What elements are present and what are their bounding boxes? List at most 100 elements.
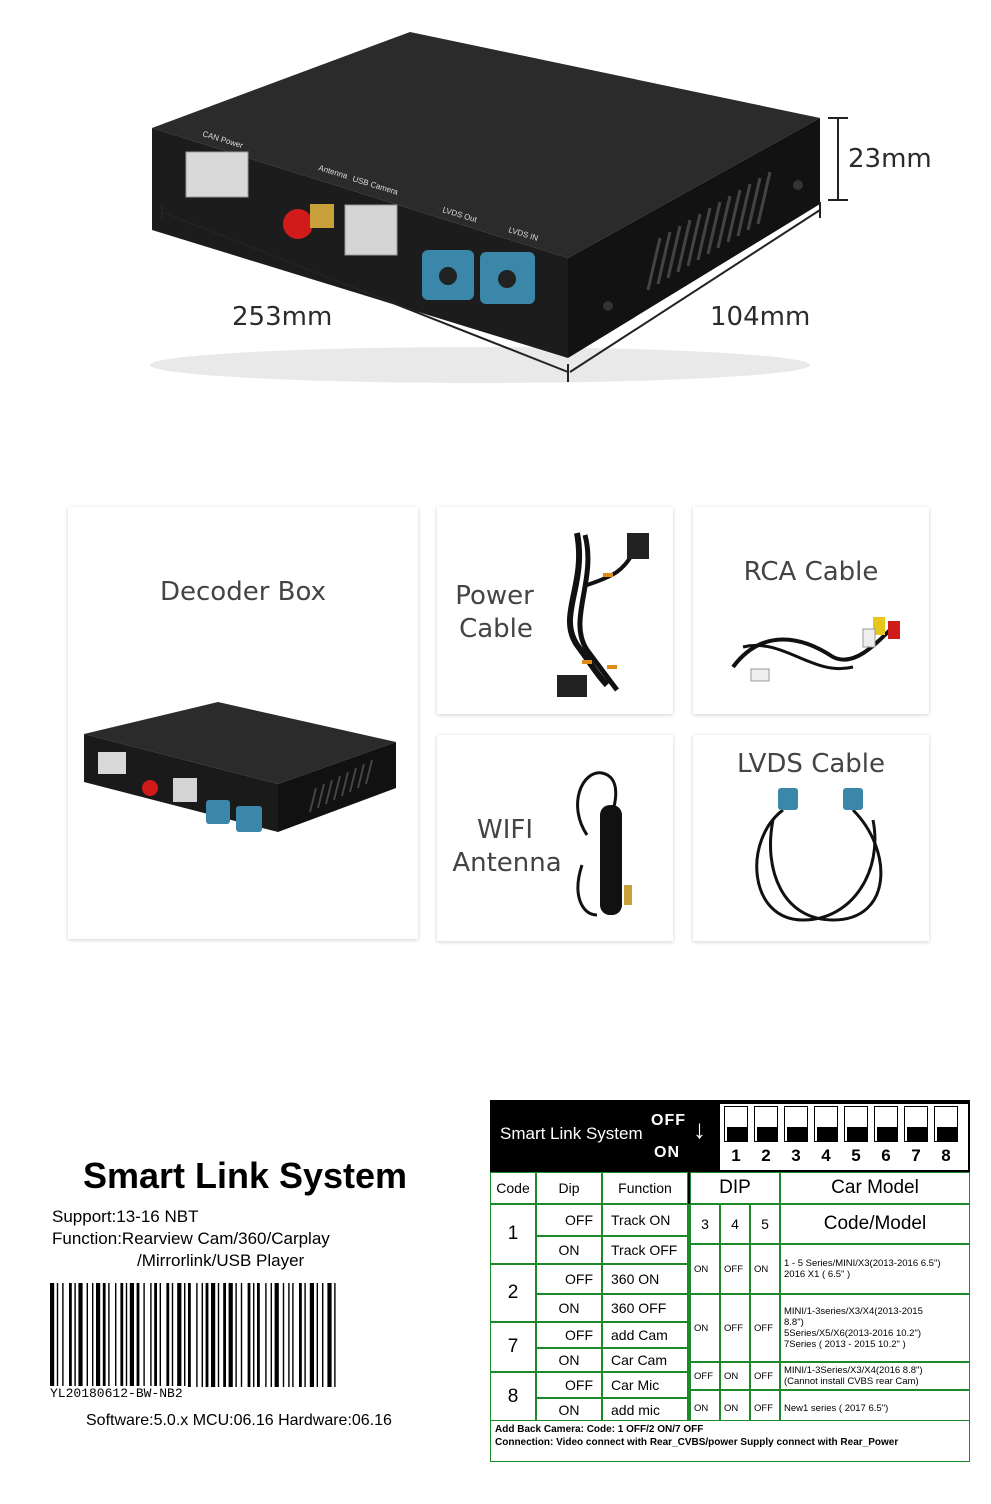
dip-value: ON — [536, 1398, 602, 1422]
function-value: Track OFF — [602, 1236, 688, 1264]
barcode-bar — [253, 1283, 255, 1387]
dip-value: ON — [536, 1236, 602, 1264]
barcode-bar — [327, 1283, 332, 1387]
support-line: Support:13-16 NBT — [52, 1207, 199, 1226]
card-title: RCA Cable — [743, 557, 879, 587]
decoder-box-image — [84, 702, 396, 832]
function-value: 360 OFF — [602, 1294, 688, 1322]
card-title: Decoder Box — [159, 577, 326, 607]
function-value: add Cam — [602, 1322, 688, 1348]
barcode-bar — [86, 1283, 88, 1387]
off-label: OFF — [651, 1112, 686, 1129]
card-wifi-antenna: WIFI Antenna — [437, 735, 673, 941]
function-value: Car Mic — [602, 1372, 688, 1398]
barcode — [50, 1283, 336, 1387]
dip-switch-6 — [874, 1106, 898, 1142]
barcode-bar — [92, 1283, 94, 1387]
dip-switch-2 — [754, 1106, 778, 1142]
barcode-bar — [154, 1283, 157, 1387]
barcode-bar — [62, 1283, 64, 1387]
car-model-value: MINI/1-3Series/X3/X4(2016 8.8")(Cannot i… — [780, 1362, 970, 1390]
barcode-bar — [102, 1283, 106, 1387]
card-rca-cable: RCA Cable — [693, 507, 929, 714]
dip-switch-4 — [814, 1106, 838, 1142]
barcode-bar — [334, 1283, 336, 1387]
card-title-line-2: Cable — [459, 614, 533, 644]
function-line-2: /Mirrorlink/USB Player — [137, 1251, 305, 1270]
dip4-value: OFF — [720, 1244, 750, 1294]
barcode-bar — [217, 1283, 220, 1387]
dip-switch-8 — [934, 1106, 958, 1142]
barcode-bar — [235, 1283, 237, 1387]
dip5-value: OFF — [750, 1362, 780, 1390]
barcode-bar — [150, 1283, 152, 1387]
barcode-bar — [159, 1283, 161, 1387]
label-title: Smart Link System — [82, 1155, 408, 1196]
header-car-model: Car Model — [780, 1172, 970, 1204]
dip-switch-number: 4 — [821, 1146, 831, 1165]
header-dip-right: DIP — [690, 1172, 780, 1204]
dip-value: OFF — [536, 1322, 602, 1348]
barcode-bar — [108, 1283, 110, 1387]
barcode-bar — [240, 1283, 243, 1387]
barcode-bar — [129, 1283, 134, 1387]
arrow-down-icon: ↓ — [693, 1114, 706, 1144]
barcode-bar — [125, 1283, 128, 1387]
dip3-value: ON — [690, 1294, 720, 1362]
barcode-bar — [171, 1283, 174, 1387]
dip-value: ON — [536, 1348, 602, 1372]
barcode-bar — [211, 1283, 216, 1387]
barcode-bar — [265, 1283, 267, 1387]
barcode-bar — [292, 1283, 294, 1387]
dip-switch-number: 3 — [791, 1146, 801, 1165]
barcode-bar — [136, 1283, 140, 1387]
card-title-line-1: WIFI — [477, 815, 533, 845]
barcode-bar — [205, 1283, 209, 1387]
dip-switch-1 — [724, 1106, 748, 1142]
rca-cable-image — [731, 617, 900, 682]
card-lvds-cable: LVDS Cable — [693, 735, 929, 941]
height-dimension: 23mm — [848, 144, 932, 174]
dip-switch-number: 1 — [731, 1146, 741, 1165]
dip5-value: ON — [750, 1244, 780, 1294]
dip-value: OFF — [536, 1372, 602, 1398]
function-value: 360 ON — [602, 1264, 688, 1294]
card-decoder-box: Decoder Box — [68, 507, 418, 939]
hero-product-section: CAN Power Antenna USB Camera LVDS Out LV… — [0, 0, 991, 420]
dip-footer: Add Back Camera: Code: 1 OFF/2 ON/7 OFF … — [490, 1420, 970, 1462]
dip-col-5: 5 — [750, 1204, 780, 1244]
length-dimension: 253mm — [232, 302, 333, 332]
footer-line-1: Add Back Camera: Code: 1 OFF/2 ON/7 OFF — [495, 1424, 704, 1435]
code-2: 2 — [490, 1264, 536, 1322]
on-label: ON — [654, 1144, 680, 1161]
dip3-value: ON — [690, 1244, 720, 1294]
barcode-bar — [56, 1283, 59, 1387]
barcode-bar — [247, 1283, 251, 1387]
header-code-model: Code/Model — [780, 1204, 970, 1244]
barcode-bar — [304, 1283, 306, 1387]
header-dip: Dip — [536, 1172, 602, 1204]
dip-value: ON — [536, 1294, 602, 1322]
barcode-bar — [74, 1283, 76, 1387]
code-8: 8 — [490, 1372, 536, 1422]
barcode-bar — [96, 1283, 101, 1387]
decoder-box-illustration: CAN Power Antenna USB Camera LVDS Out LV… — [150, 32, 848, 383]
dip-col-3: 3 — [690, 1204, 720, 1244]
barcode-bar — [115, 1283, 117, 1387]
barcode-bar — [177, 1283, 182, 1387]
barcode-bar — [188, 1283, 191, 1387]
barcode-bar — [78, 1283, 83, 1387]
lvds-cable-image — [755, 788, 883, 922]
barcode-bar — [143, 1283, 145, 1387]
car-model-value: 1 - 5 Series/MINI/X3(2013-2016 6.5")2016… — [780, 1244, 970, 1294]
barcode-bar — [309, 1283, 314, 1387]
barcode-text: YL20180612-BW-NB2 — [50, 1386, 187, 1401]
barcode-bar — [299, 1283, 302, 1387]
power-cable-image — [557, 532, 649, 697]
barcode-bar — [166, 1283, 170, 1387]
dip-switch-number: 2 — [761, 1146, 771, 1165]
code-1: 1 — [490, 1204, 536, 1264]
